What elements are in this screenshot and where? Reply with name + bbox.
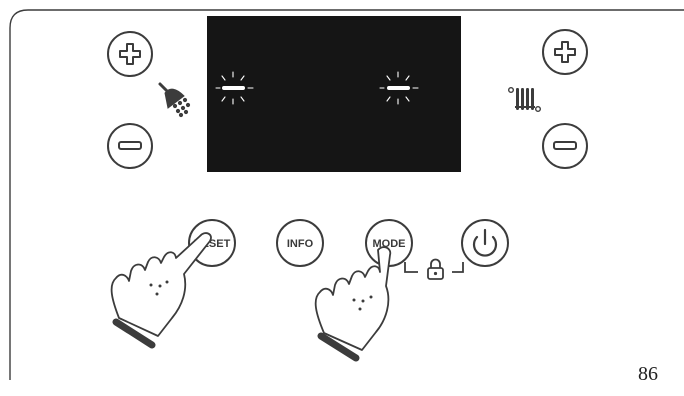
info-button[interactable]: INFO — [277, 220, 323, 266]
mode-pressing-hand — [316, 247, 391, 350]
power-button[interactable] — [462, 220, 508, 266]
padlock-icon — [428, 260, 443, 280]
dhw-plus-button[interactable] — [108, 32, 152, 76]
reset-pressing-hand — [112, 233, 211, 336]
mode-power-lock-combo — [405, 260, 463, 280]
radiator-icon — [509, 88, 541, 112]
info-button-label: INFO — [287, 238, 314, 250]
page-number: 86 — [638, 363, 658, 386]
shower-tap-icon — [160, 84, 190, 117]
lcd-display — [207, 16, 461, 172]
pointing-hand-icon — [316, 247, 391, 358]
dhw-minus-button[interactable] — [108, 124, 152, 168]
pointing-hand-icon — [112, 233, 211, 345]
heating-plus-button[interactable] — [543, 30, 587, 74]
heating-minus-button[interactable] — [543, 124, 587, 168]
